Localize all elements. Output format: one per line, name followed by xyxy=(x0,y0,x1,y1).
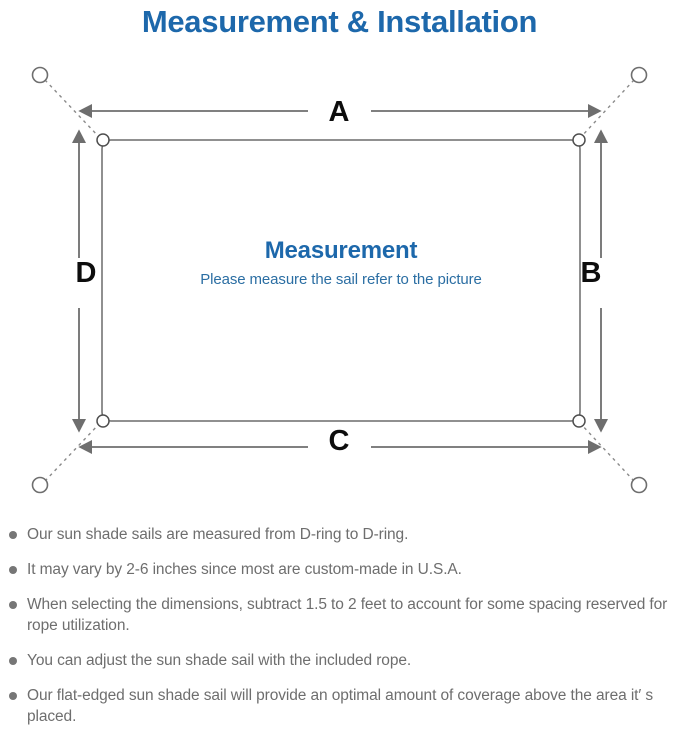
page-title: Measurement & Installation xyxy=(141,4,538,39)
sail-caption-subtitle: Please measure the sail refer to the pic… xyxy=(200,271,482,288)
bullet-icon xyxy=(9,657,17,665)
dimension-label-d: D xyxy=(75,257,97,289)
d-ring-bottom-right xyxy=(572,414,586,428)
rope-line-bottom-right xyxy=(579,422,635,482)
diagram-canvas xyxy=(31,66,648,494)
rope-line-bottom-left xyxy=(44,422,101,482)
list-item: You can adjust the sun shade sail with t… xyxy=(0,650,679,671)
anchor-point-bottom-right xyxy=(630,476,648,494)
d-rings xyxy=(96,133,586,428)
bullet-icon xyxy=(9,601,17,609)
rope-line-top-left xyxy=(44,79,101,139)
note-text: Our flat-edged sun shade sail will provi… xyxy=(27,687,654,725)
list-item: When selecting the dimensions, subtract … xyxy=(0,594,679,636)
dimension-label-b: B xyxy=(580,257,602,289)
sail-caption: Measurement Please measure the sail refe… xyxy=(102,236,580,291)
sail-caption-title: Measurement xyxy=(264,237,418,264)
note-text: It may vary by 2-6 inches since most are… xyxy=(27,561,462,578)
notes-list: Our sun shade sails are measured from D-… xyxy=(0,524,679,741)
anchor-point-bottom-left xyxy=(31,476,49,494)
list-item: It may vary by 2-6 inches since most are… xyxy=(0,559,679,580)
anchor-points xyxy=(31,66,648,494)
measurement-diagram: A B C D Measurement Please measure the s… xyxy=(0,44,679,514)
note-text: When selecting the dimensions, subtract … xyxy=(27,596,668,634)
note-text: You can adjust the sun shade sail with t… xyxy=(27,652,412,669)
list-item: Our flat-edged sun shade sail will provi… xyxy=(0,685,679,727)
d-ring-top-right xyxy=(572,133,586,147)
d-ring-bottom-left xyxy=(96,414,110,428)
bullet-icon xyxy=(9,692,17,700)
note-text: Our sun shade sails are measured from D-… xyxy=(27,526,409,543)
dimension-label-a: A xyxy=(328,96,350,128)
rope-line-top-right xyxy=(579,79,635,139)
bullet-icon xyxy=(9,566,17,574)
anchor-point-top-right xyxy=(630,66,648,84)
dimension-label-c: C xyxy=(328,425,350,457)
bullet-icon xyxy=(9,531,17,539)
anchor-point-top-left xyxy=(31,66,49,84)
list-item: Our sun shade sails are measured from D-… xyxy=(0,524,679,545)
sail-body xyxy=(101,139,581,422)
d-ring-top-left xyxy=(96,133,110,147)
